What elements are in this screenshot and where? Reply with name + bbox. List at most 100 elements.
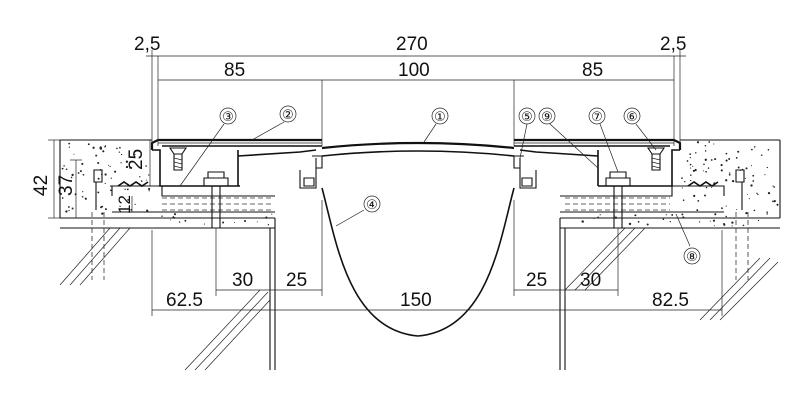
concrete-speckle (114, 170, 117, 173)
dim-seal-width: 150 (400, 290, 432, 311)
concrete-speckle (71, 207, 74, 210)
callout-7-label: ⑦ (591, 110, 603, 125)
concrete-speckle (77, 172, 80, 174)
concrete-speckle (129, 167, 131, 169)
concrete-speckle (753, 146, 756, 148)
concrete-speckle (597, 216, 600, 219)
dim-left-plate: 85 (224, 60, 245, 81)
concrete-speckle (728, 173, 731, 176)
concrete-speckle (707, 167, 710, 169)
concrete-speckle (172, 216, 175, 218)
concrete-speckle (234, 221, 236, 224)
concrete-speckle (682, 216, 685, 219)
concrete-speckle (118, 151, 121, 153)
concrete-speckle (690, 174, 692, 176)
concrete-speckle (68, 209, 70, 212)
concrete-speckle (61, 197, 64, 199)
concrete-speckle (767, 191, 771, 195)
callout-4: ④ (363, 195, 381, 213)
concrete-speckle (720, 164, 723, 167)
concrete-speckle (581, 220, 584, 223)
concrete-speckle (184, 219, 187, 222)
concrete-speckle (178, 221, 181, 223)
concrete-speckle (173, 217, 176, 219)
concrete-speckle (84, 197, 87, 200)
callout-1: ① (431, 107, 449, 125)
concrete-speckle (709, 220, 711, 222)
dim-left-bottom: 62.5 (166, 290, 203, 311)
concrete-speckle (97, 191, 100, 194)
concrete-slab-right (559, 139, 781, 229)
right-anchor-bolt (605, 171, 631, 228)
dim-top-right-gap: 2,5 (660, 34, 686, 55)
concrete-speckle (61, 167, 64, 170)
flexible-seal-membrane (321, 187, 515, 337)
center-cover-plate (321, 141, 515, 157)
concrete-speckle (731, 225, 733, 227)
concrete-speckle (120, 153, 123, 156)
concrete-speckle (68, 142, 71, 145)
concrete-speckle (731, 221, 734, 224)
concrete-speckle (704, 194, 706, 197)
concrete-speckle (140, 180, 143, 182)
concrete-speckle (745, 211, 748, 215)
concrete-speckle (107, 164, 109, 166)
concrete-speckle (256, 221, 258, 223)
concrete-speckle (82, 173, 85, 176)
dim-right-edge-offset: 25 (526, 270, 547, 291)
concrete-speckle (173, 213, 177, 216)
callout-6-label: ⑥ (626, 110, 638, 125)
concrete-speckle (750, 184, 753, 187)
dim-height-base: 12 (115, 195, 134, 214)
concrete-speckle (695, 152, 697, 154)
left-floor-plate (150, 138, 323, 189)
concrete-speckle (684, 181, 686, 183)
concrete-speckle (696, 209, 699, 212)
concrete-speckle (744, 177, 746, 179)
concrete-speckle (692, 169, 695, 172)
concrete-speckle (710, 159, 713, 161)
concrete-speckle (757, 219, 760, 222)
concrete-speckle (73, 153, 75, 155)
concrete-speckle (712, 219, 716, 222)
dim-right-plate: 85 (582, 60, 603, 81)
concrete-speckle (243, 219, 247, 223)
concrete-speckle (772, 200, 774, 203)
concrete-speckle (71, 173, 74, 177)
callout-8: ⑧ (683, 247, 701, 265)
concrete-speckle (704, 145, 707, 147)
concrete-speckle (97, 161, 100, 165)
concrete-speckle (704, 150, 707, 152)
concrete-speckle (593, 217, 595, 219)
concrete-speckle (721, 207, 723, 210)
concrete-speckle (766, 213, 768, 215)
concrete-speckle (161, 215, 163, 217)
concrete-speckle (126, 188, 129, 191)
dim-center-cover: 100 (398, 60, 430, 81)
concrete-speckle (708, 141, 711, 143)
concrete-speckle (720, 169, 723, 172)
concrete-speckle (698, 221, 701, 223)
dim-top-total: 270 (396, 34, 428, 55)
callout-2: ② (279, 105, 297, 123)
concrete-speckle (746, 193, 748, 195)
concrete-speckle (766, 166, 768, 169)
concrete-speckle (694, 168, 697, 172)
concrete-speckle (104, 145, 106, 148)
concrete-speckle (599, 214, 601, 216)
concrete-speckle (145, 165, 147, 167)
concrete-speckle (265, 216, 268, 219)
concrete-speckle (766, 211, 768, 213)
callout-9: ⑨ (538, 107, 556, 125)
concrete-speckle (110, 177, 112, 179)
concrete-speckle (697, 200, 700, 202)
concrete-speckle (705, 186, 708, 189)
concrete-speckle (756, 192, 758, 194)
concrete-speckle (614, 216, 618, 219)
concrete-speckle (725, 215, 727, 218)
concrete-speckle (733, 217, 735, 219)
concrete-speckle (671, 213, 674, 216)
right-floor-plate (513, 138, 682, 189)
concrete-speckle (714, 213, 717, 216)
callout-6: ⑥ (623, 107, 641, 125)
